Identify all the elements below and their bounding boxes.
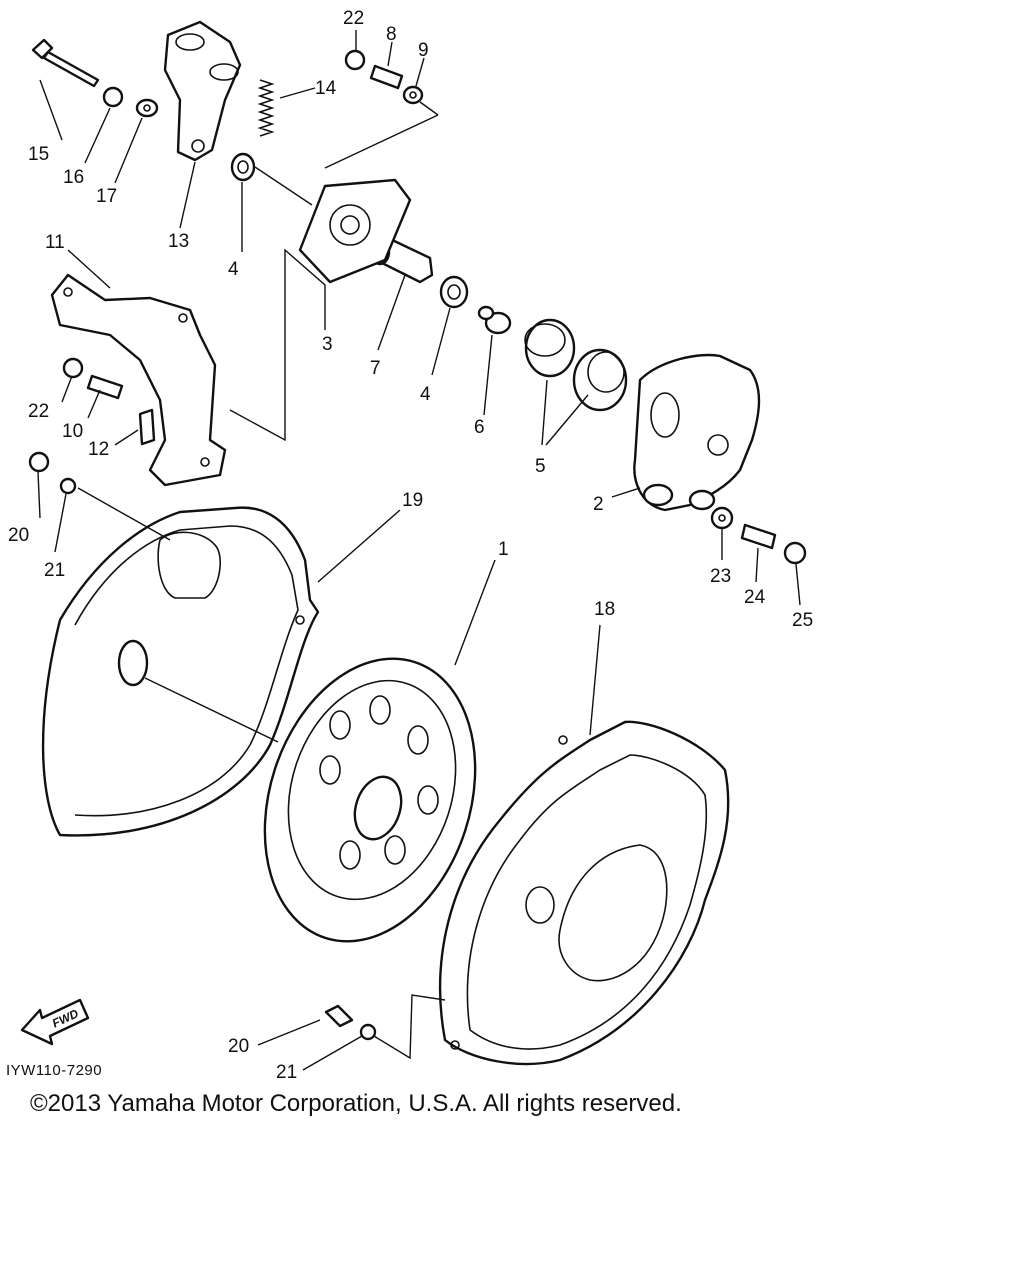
callout-8: 8 [386, 24, 397, 45]
part-20-bolt-lower [324, 1004, 354, 1028]
part-18-shield-plate [439, 720, 730, 1066]
part-23-washer [710, 506, 734, 530]
callout-9: 9 [418, 40, 429, 61]
callout-15: 15 [28, 144, 49, 165]
brake-exploded-diagram: FWD 1 2 3 4 4 5 6 7 8 9 10 11 12 13 14 1… [6, 8, 813, 1083]
callout-20-lower: 20 [228, 1036, 249, 1057]
part-22-nut-top [344, 49, 366, 71]
callout-2: 2 [593, 494, 604, 515]
callout-10: 10 [62, 421, 83, 442]
callout-13: 13 [168, 231, 189, 252]
callout-17: 17 [96, 186, 117, 207]
part-15-bolt [31, 38, 100, 88]
part-5-brake-pads [524, 318, 628, 412]
copyright-notice: ©2013 Yamaha Motor Corporation, U.S.A. A… [30, 1090, 682, 1117]
callout-21-upper: 21 [44, 560, 65, 581]
part-17-washer [135, 98, 159, 118]
part-22-nut-lower [62, 357, 84, 379]
callout-23: 23 [710, 566, 731, 587]
callout-7: 7 [370, 358, 381, 379]
part-19-cover-plate [41, 506, 320, 837]
part-4-seal-lower [439, 275, 469, 309]
part-3-housing [298, 178, 412, 284]
callout-3: 3 [322, 334, 333, 355]
leader-lines [37, 30, 801, 1071]
part-16-nut [102, 86, 124, 108]
callout-14: 14 [315, 78, 337, 99]
callout-11: 11 [45, 232, 65, 253]
callout-5: 5 [535, 456, 546, 477]
part-10-stud [86, 374, 124, 400]
part-25-nut [783, 541, 807, 565]
fwd-arrow-icon: FWD [20, 998, 90, 1046]
callout-21-lower: 21 [276, 1062, 297, 1083]
callout-4-lower: 4 [420, 384, 431, 405]
callout-18: 18 [594, 599, 615, 620]
part-14-spring [257, 79, 275, 137]
callout-22-lower: 22 [28, 401, 49, 422]
callout-6: 6 [474, 417, 485, 438]
part-4-seal-upper [230, 152, 256, 182]
part-2-caliper [633, 353, 761, 512]
diagram-code: IYW110-7290 [6, 1062, 102, 1079]
part-1-brake-disc [263, 657, 477, 943]
part-24-stud [740, 523, 777, 550]
part-12-bolt [138, 408, 156, 446]
part-9-washer [402, 85, 424, 105]
part-11-bracket [50, 273, 227, 487]
part-13-lever-arm [163, 20, 242, 162]
callout-25: 25 [792, 610, 813, 631]
callout-20-upper: 20 [8, 525, 29, 546]
callout-22-upper: 22 [343, 8, 364, 29]
part-21-washer-lower [359, 1023, 377, 1041]
part-8-stud [369, 64, 404, 90]
callout-19: 19 [402, 490, 423, 511]
part-6-pin [477, 305, 512, 335]
callout-16: 16 [63, 167, 84, 188]
callout-24: 24 [744, 587, 766, 608]
part-21-washer-upper [59, 477, 77, 495]
callouts: 1 2 3 4 4 5 6 7 8 9 10 11 12 13 14 15 16… [8, 8, 813, 1083]
callout-1: 1 [498, 539, 509, 560]
callout-12: 12 [88, 439, 109, 460]
part-20-bolt-upper [28, 451, 50, 473]
callout-4-upper: 4 [228, 259, 239, 280]
